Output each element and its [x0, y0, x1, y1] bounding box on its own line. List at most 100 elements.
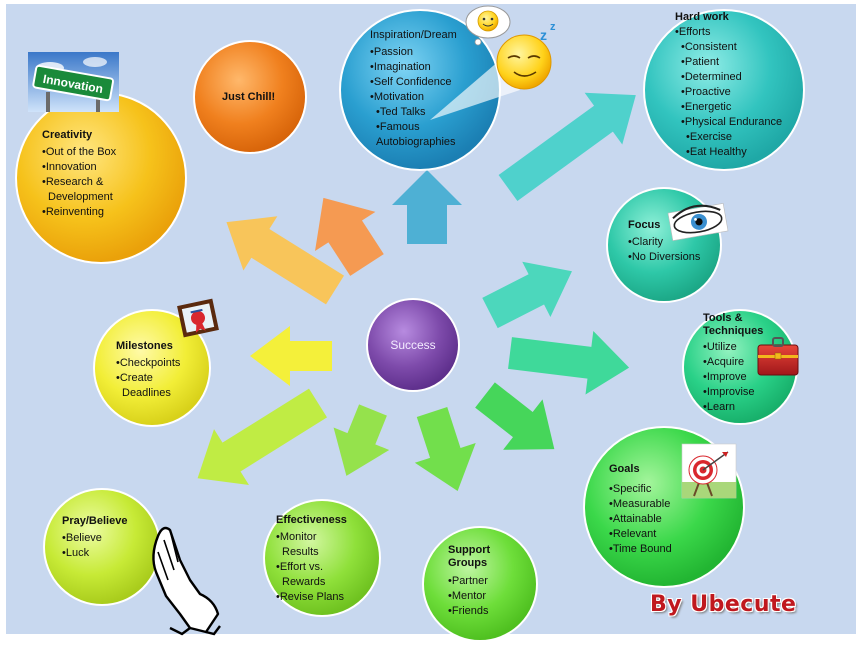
success-circle: [366, 298, 460, 392]
list-item: Deadlines: [122, 387, 171, 399]
support-node-text: Support Groups •Partner •Mentor •Friends: [448, 544, 490, 619]
list-item: •Consistent: [681, 41, 737, 53]
list-item: •Physical Endurance: [681, 116, 783, 128]
list-item: •Believe: [62, 532, 102, 544]
list-item: •Research &: [42, 176, 104, 188]
just-chill-title: Just Chill!: [222, 91, 276, 103]
list-item: •Eat Healthy: [686, 146, 747, 158]
list-item: Rewards: [282, 576, 326, 588]
list-item: •Create: [116, 372, 153, 384]
arrow-to-creativity: [226, 216, 345, 305]
list-item: •Measurable: [609, 498, 671, 510]
pray-title: Pray/Believe: [62, 515, 128, 527]
arrow-to-goals: [475, 382, 555, 450]
creativity-node-text: Creativity •Out of the Box •Innovation •…: [42, 128, 116, 220]
list-item: •Efforts: [675, 26, 711, 38]
creativity-title: Creativity: [42, 129, 93, 141]
effectiveness-title: Effectiveness: [276, 514, 347, 526]
list-item: •Luck: [62, 547, 90, 559]
list-item: Autobiographies: [376, 136, 456, 148]
eye-image: [667, 203, 729, 241]
list-item: •Improvise: [703, 386, 755, 398]
sleep-z-icon-small: z: [550, 21, 556, 33]
hard-work-circle: [643, 9, 805, 171]
list-item: •Out of the Box: [42, 146, 117, 158]
arrow-to-tools: [508, 330, 630, 395]
list-item: •Energetic: [681, 101, 732, 113]
effectiveness-circle: [263, 499, 381, 617]
praying-hands-image: [152, 526, 221, 636]
list-item: •Acquire: [703, 356, 745, 368]
pray-node-text: Pray/Believe •Believe •Luck: [62, 514, 127, 561]
milestones-node-text: Milestones •Checkpoints •Create Deadline…: [116, 339, 180, 401]
support-title-line2: Groups: [448, 557, 488, 569]
list-item: •Revise Plans: [276, 591, 345, 603]
list-item: •Attainable: [609, 513, 662, 525]
arrow-to-milestones: [250, 326, 332, 386]
list-item: Results: [282, 546, 319, 558]
list-item: •Checkpoints: [116, 357, 181, 369]
just-chill-circle: [193, 40, 307, 154]
list-item: •Passion: [370, 46, 413, 58]
arrow-to-support: [414, 407, 476, 491]
arrow-to-hard-work: [498, 92, 636, 201]
list-item: •Proactive: [681, 86, 731, 98]
list-item: •Exercise: [686, 131, 733, 143]
focus-title: Focus: [628, 219, 661, 231]
list-item: •Monitor: [276, 531, 317, 543]
support-circle: [422, 526, 538, 642]
certificate-image: [177, 298, 219, 338]
goals-node-text: Goals •Specific •Measurable •Attainable …: [609, 462, 672, 557]
tools-title: Tools & Techniques: [703, 312, 763, 338]
list-item: •Clarity: [628, 236, 664, 248]
list-item: •Friends: [448, 605, 489, 617]
effectiveness-node-text: Effectiveness •Monitor Results •Effort v…: [276, 513, 347, 605]
arrow-to-effectiveness: [333, 404, 390, 476]
list-item: •Motivation: [370, 91, 424, 103]
list-item: •Learn: [703, 401, 735, 413]
center-label: Success: [390, 338, 436, 352]
inspiration-node-text: Inspiration/Dream •Passion •Imagination …: [370, 28, 457, 150]
target-image: [681, 443, 737, 499]
list-item: •Self Confidence: [370, 76, 452, 88]
arrow-to-just-chill: [315, 197, 384, 276]
list-item: •Time Bound: [609, 543, 672, 555]
sun-dream-image: z z: [430, 5, 556, 120]
tools-node-text: Tools & Techniques •Utilize •Acquire •Im…: [703, 312, 763, 415]
innovation-sign-image: Innovation: [28, 52, 119, 112]
list-item: •Reinventing: [42, 206, 104, 218]
milestones-circle: [93, 309, 211, 427]
toolbox-image: [757, 337, 799, 376]
arrow-to-inspiration: [392, 170, 462, 244]
list-item: •Relevant: [609, 528, 657, 540]
list-item: Development: [48, 191, 113, 203]
list-item: •Partner: [448, 575, 488, 587]
inspiration-title: Inspiration/Dream: [370, 29, 457, 41]
support-title: Support Groups: [448, 544, 490, 570]
list-item: •Innovation: [42, 161, 97, 173]
tools-title-line2: Techniques: [703, 325, 764, 337]
arrow-to-pray: [197, 388, 328, 486]
list-item: •No Diversions: [628, 251, 701, 263]
focus-node-text: Focus •Clarity •No Diversions: [628, 218, 700, 265]
list-item: •Famous: [376, 121, 420, 133]
list-item: •Patient: [681, 56, 720, 68]
author-credit: By Ubecute: [650, 592, 797, 617]
goals-title: Goals: [609, 463, 640, 475]
list-item: •Imagination: [370, 61, 431, 73]
sleep-z-icon: z: [540, 27, 547, 43]
hard-work-title: Hard work: [675, 11, 729, 23]
list-item: •Effort vs.: [276, 561, 324, 573]
list-item: •Specific: [609, 483, 652, 495]
list-item: •Mentor: [448, 590, 487, 602]
list-item: •Improve: [703, 371, 747, 383]
list-item: •Ted Talks: [376, 106, 426, 118]
list-item: •Determined: [681, 71, 742, 83]
arrow-to-focus: [482, 261, 572, 329]
tools-title-line1: Tools &: [703, 312, 743, 324]
list-item: •Utilize: [703, 341, 737, 353]
support-title-line1: Support: [448, 544, 491, 556]
hard-work-node-text: Hard work •Efforts •Consistent •Patient …: [675, 10, 782, 160]
